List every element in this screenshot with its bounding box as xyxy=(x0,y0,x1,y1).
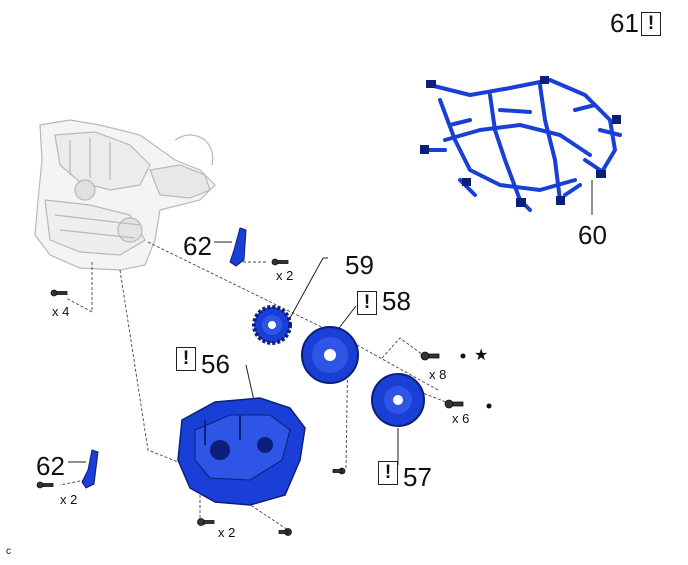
bolt-icon xyxy=(420,351,440,361)
drive-plate-illustration xyxy=(371,373,425,427)
qty-flywheel-bolts: x 8 xyxy=(429,367,447,382)
bracket-top-illustration xyxy=(229,227,247,267)
dot-markers xyxy=(460,353,492,409)
bracket-bottom-illustration xyxy=(81,449,99,489)
callout-56: 56 xyxy=(201,349,230,379)
bolt-icon xyxy=(278,528,292,536)
qty-driveplate-bolts: x 6 xyxy=(452,411,470,426)
callout-60: 60 xyxy=(578,220,607,250)
transaxle-illustration xyxy=(177,397,306,506)
callout-62-top: 62 xyxy=(183,231,212,261)
callout-57: 57 xyxy=(403,462,432,492)
sprocket-illustration xyxy=(252,305,292,345)
star-icon: ★ xyxy=(474,347,489,364)
qty-engine-bolts: x 4 xyxy=(52,304,70,319)
figure-code: c xyxy=(6,546,11,557)
warning-icon-57: ! xyxy=(378,461,398,485)
callout-58: 58 xyxy=(382,286,411,316)
bolt-icon xyxy=(332,467,346,475)
callout-59: 59 xyxy=(345,250,374,280)
bolt-icon xyxy=(50,289,68,297)
bolt-icon xyxy=(36,481,54,489)
warning-icon-61: ! xyxy=(641,12,661,36)
warning-icon-58: ! xyxy=(357,291,377,315)
bolt-icon xyxy=(271,258,289,266)
bolt-icon xyxy=(197,518,215,526)
qty-transaxle-bolts: x 2 xyxy=(218,525,236,540)
qty-bracket-bottom: x 2 xyxy=(60,492,78,507)
dot-icon xyxy=(460,353,466,359)
wire-harness-illustration xyxy=(423,78,622,212)
qty-bracket-top: x 2 xyxy=(276,268,294,283)
bolt-icons xyxy=(36,258,464,536)
engine-assembly-illustration xyxy=(34,119,216,271)
flywheel-illustration xyxy=(301,326,359,384)
bolt-icon xyxy=(444,399,464,409)
wire-harness-connectors xyxy=(420,76,621,207)
callout-62-bottom: 62 xyxy=(36,451,65,481)
warning-icon-56: ! xyxy=(176,347,196,371)
callout-61: 61 xyxy=(610,8,639,38)
dot-icon xyxy=(486,403,492,409)
